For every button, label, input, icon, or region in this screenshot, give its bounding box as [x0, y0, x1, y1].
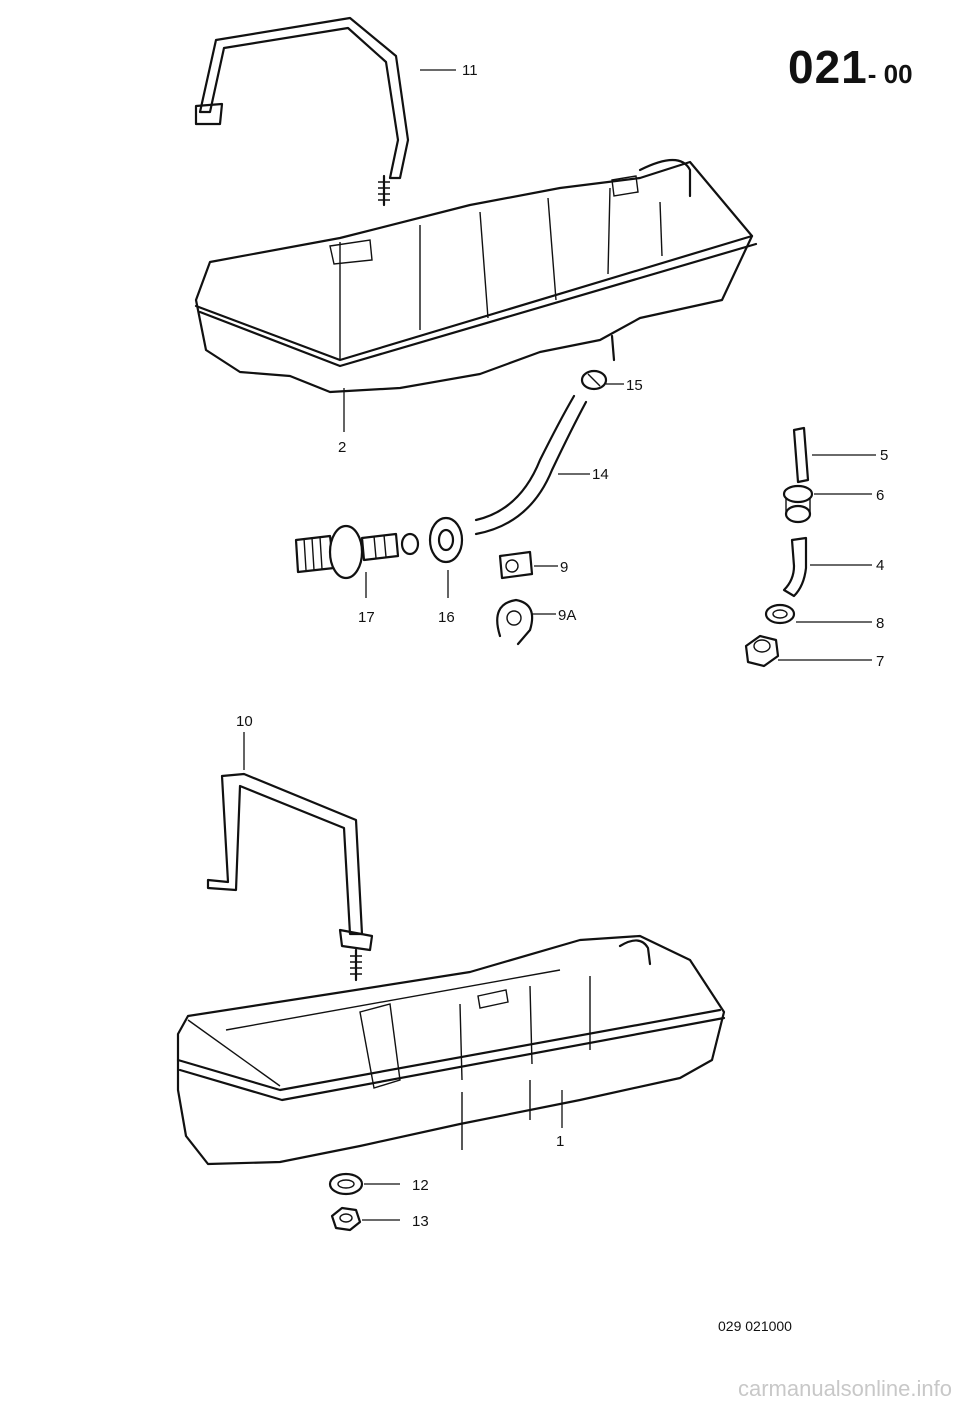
connector-17: [294, 524, 420, 580]
callout-6: 6: [876, 487, 884, 504]
diagram-reference-number: 029 021000: [718, 1318, 792, 1334]
grommet-6: [782, 484, 814, 524]
fuel-hose-14: [474, 394, 588, 536]
callout-8: 8: [876, 615, 884, 632]
washer-8: [764, 603, 796, 625]
callout-11: 11: [462, 62, 478, 79]
grommet-16: [428, 516, 464, 564]
diagram-code-main: 021: [788, 41, 868, 93]
strap-lower: [206, 772, 374, 982]
washer-12: [328, 1172, 364, 1196]
callout-13: 13: [412, 1213, 429, 1230]
callout-7: 7: [876, 653, 884, 670]
callout-10: 10: [236, 713, 253, 730]
callout-9: 9: [560, 559, 568, 576]
hose-clamp-15: [580, 369, 608, 391]
callout-15: 15: [626, 377, 643, 394]
callout-16: 16: [438, 609, 455, 626]
diagram-code: 021- 00: [788, 40, 913, 94]
clip-9a: [496, 598, 534, 646]
diagram-code-sub: - 00: [867, 59, 913, 89]
nut-13: [330, 1206, 362, 1232]
strap-upper: [194, 16, 410, 207]
elbow-4: [782, 536, 808, 598]
callout-17: 17: [358, 609, 375, 626]
callout-4: 4: [876, 557, 884, 574]
callout-9a: 9A: [558, 607, 576, 624]
callout-5: 5: [880, 447, 888, 464]
callout-2: 2: [338, 439, 346, 456]
vent-pipe-5: [792, 426, 810, 484]
watermark: carmanualsonline.info: [737, 1376, 952, 1401]
callout-1: 1: [556, 1133, 564, 1150]
nut-7: [744, 634, 780, 668]
clip-9: [498, 550, 534, 580]
fuel-tank-lower: [176, 934, 726, 1166]
callout-14: 14: [592, 466, 609, 483]
fuel-tank-upper: [194, 158, 758, 394]
callout-12: 12: [412, 1177, 429, 1194]
